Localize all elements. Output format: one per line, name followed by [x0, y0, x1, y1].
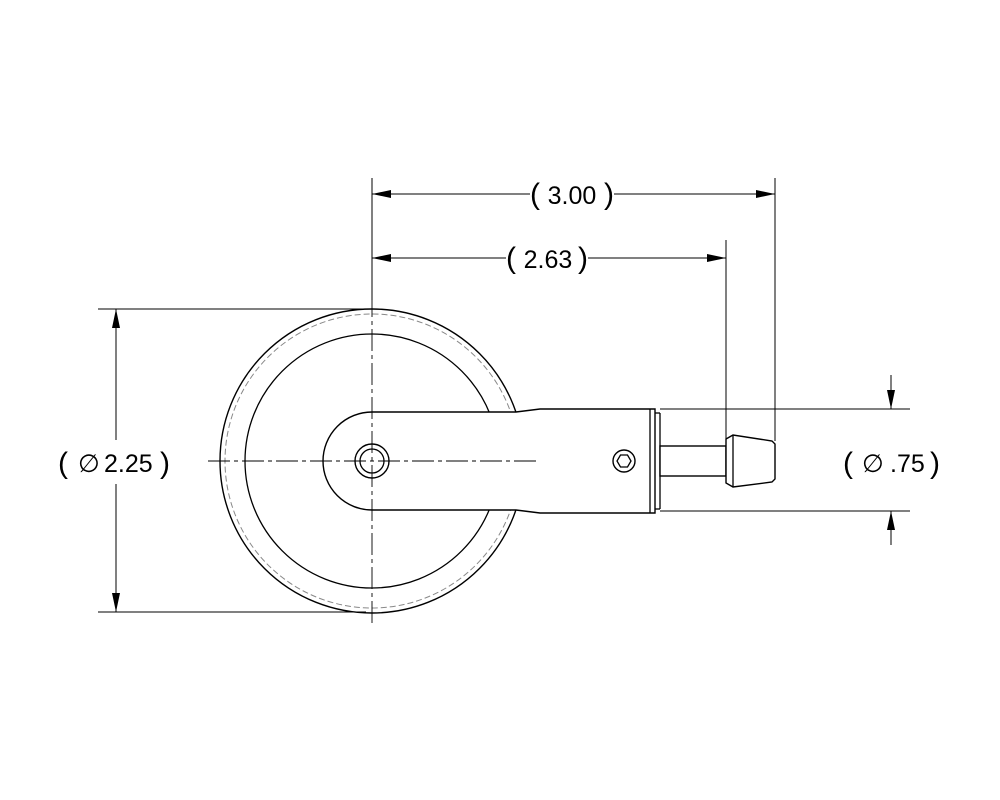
arrow-300-right	[756, 190, 775, 198]
dimension-value-263: 2.63	[524, 246, 573, 274]
dimension-value-75: .75	[890, 450, 925, 478]
arrow-300-left	[372, 190, 391, 198]
paren-close-263: )	[578, 242, 588, 275]
dimension-value-225: 2.25	[104, 450, 153, 478]
paren-close-225: )	[160, 447, 170, 480]
paren-open-300: (	[530, 178, 540, 211]
arrow-263-left	[372, 254, 391, 262]
dimension-body-diameter: ( ∅ .75 )	[660, 375, 940, 545]
arrow-75-bottom	[887, 511, 895, 530]
dimension-overall-length: ( 3.00 )	[371, 178, 776, 441]
arrow-263-right	[707, 254, 726, 262]
dimension-nozzle-length: ( 2.63 )	[372, 240, 727, 439]
set-screw-outer	[612, 449, 636, 473]
dimension-value-300: 3.00	[548, 182, 597, 210]
nozzle-stem	[659, 445, 727, 477]
arrow-225-bottom	[112, 593, 120, 612]
center-lines	[208, 295, 536, 625]
nozzle	[659, 434, 776, 488]
paren-close-300: )	[604, 178, 614, 211]
nozzle-barb-tip	[725, 434, 776, 488]
set-screw	[612, 449, 636, 473]
set-screw-hex	[616, 454, 632, 468]
paren-open-263: (	[506, 242, 516, 275]
diameter-symbol-225: ∅	[78, 450, 100, 478]
paren-close-75: )	[930, 447, 940, 480]
arrow-225-top	[112, 309, 120, 328]
arrow-75-top	[887, 390, 895, 409]
dimension-wheel-diameter: ( ∅ 2.25 )	[58, 308, 366, 613]
diameter-symbol-75: ∅	[862, 450, 884, 478]
paren-open-75: (	[843, 447, 853, 480]
paren-open-225: (	[58, 447, 68, 480]
